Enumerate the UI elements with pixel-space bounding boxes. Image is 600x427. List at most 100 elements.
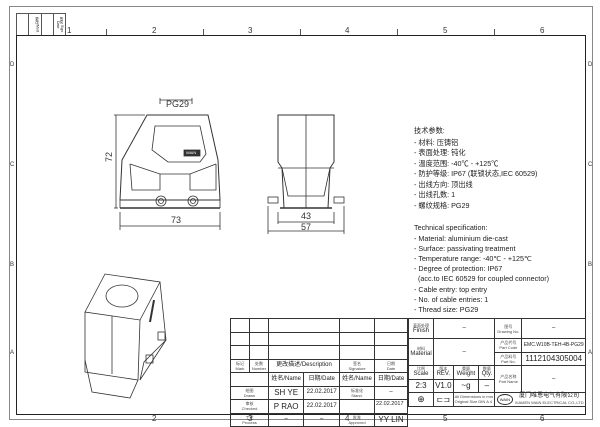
zone-col-4-top: 4 [345, 26, 350, 35]
dim-width-front: 73 [171, 215, 182, 225]
spec-en-item: - Degree of protection: IP67 [414, 264, 503, 273]
zone-tick [203, 29, 204, 35]
date-header-2: 日期/Date [303, 372, 340, 387]
approved-date: 22.02.2017 [376, 401, 404, 407]
front-view-drawing [114, 98, 221, 230]
stand-name: – [374, 385, 408, 400]
company-logo-icon: WAIN [496, 393, 514, 405]
zone-tick [494, 29, 495, 35]
zone-row-d-right: D [588, 62, 593, 68]
spec-en-item: - Cable entry: top entry [414, 285, 488, 294]
scale-value: 2:3 [408, 378, 434, 393]
spec-en-item: - No. of cable entries: 1 [414, 295, 489, 304]
qty-value: – [478, 378, 496, 393]
spec-en-title: Technical specification: [414, 223, 488, 232]
name-header: 姓名/Name [267, 372, 305, 387]
weight-value: ~g [452, 378, 480, 393]
process-date: – [303, 412, 340, 427]
part-no-value: 1112104305004 [521, 351, 586, 366]
zone-col-5-bottom: 5 [443, 414, 448, 423]
dim-side-inner: 43 [301, 211, 312, 221]
zone-row-d-left: D [10, 62, 15, 68]
drawing-no-value: – [521, 318, 586, 339]
zone-row-b-left: B [10, 262, 15, 268]
approved-name: YY LIN [374, 412, 408, 427]
zone-col-6-bottom: 6 [540, 414, 545, 423]
revision-strip: 更改/Mod. 签名 Sign. Date [16, 13, 66, 36]
spec-cn-item: - 防护等级: IP67 (联锁状态,IEC 60529) [414, 169, 538, 178]
name-header-2: 姓名/Name [339, 372, 375, 387]
spec-cn-title: 技术参数: [414, 126, 445, 135]
dim-pg29: PG29 [166, 99, 190, 109]
zone-col-6-top: 6 [540, 26, 545, 35]
zone-col-3-top: 3 [248, 26, 253, 35]
spec-en-item: - Material: aluminium die-cast [414, 234, 508, 243]
dim-height: 72 [104, 151, 115, 163]
spec-cn-item: - 出线方向: 顶出线 [414, 180, 473, 189]
part-code-value: EMC.W10B-TEH-4B-PG29 [521, 338, 586, 353]
side-view-drawing [267, 114, 345, 234]
dims-note-2: Original Size DIN A 4 [454, 399, 492, 405]
zone-col-5-top: 5 [443, 26, 448, 35]
checked-date: 22.02.2017 [303, 399, 340, 414]
zone-col-2-bottom: 2 [152, 414, 157, 423]
spec-cn-item: - 出线孔数: 1 [414, 190, 456, 199]
zone-row-c-right: C [588, 162, 593, 168]
spec-en-item: - Surface: passivating treatment [414, 244, 516, 253]
process-name: – [267, 412, 305, 427]
spec-cn-item: - 螺纹规格: PG29 [414, 201, 470, 210]
projection-symbol-icon: ⊕ [408, 392, 434, 407]
spec-en-item: (acc.to IEC 60529 for coupled connector) [414, 274, 550, 283]
finish-value: – [432, 318, 496, 339]
zone-col-2-top: 2 [152, 26, 157, 35]
dims-note-1: All Dimensions in mm [454, 394, 494, 400]
drawn-date: 22.02.2017 [303, 385, 340, 400]
company-name-en: XIAMEN WAIN ELECTRICAL CO.,LTD [514, 400, 584, 406]
date-header-3: 日期/Date [374, 372, 408, 387]
spec-cn-item: - 材料: 压铸铝 [414, 138, 459, 147]
zone-row-a-right: A [588, 350, 593, 356]
description-header: 更改描述/Description [268, 358, 340, 373]
spec-cn-item: - 温度范围: -40℃ - +125℃ [414, 159, 499, 168]
company-name-cn: 厦门唯恩电气有限公司 [519, 393, 580, 400]
part-name-value: – [521, 365, 586, 393]
dim-side-outer: 57 [301, 222, 312, 232]
company-cell: WAIN 厦门唯恩电气有限公司 XIAMEN WAIN ELECTRICAL C… [494, 392, 586, 407]
zone-tick [300, 29, 301, 35]
zone-row-c-left: C [10, 162, 15, 168]
drawn-name: SH YE [267, 385, 305, 400]
mod-label: 更改/Mod. [29, 14, 42, 36]
zone-row-a-left: A [10, 350, 15, 356]
cone-symbol-icon: ⊏⊐ [433, 392, 454, 407]
spec-en-item: - Thread size: PG29 [414, 305, 479, 314]
zone-tick [397, 29, 398, 35]
spec-cn-item: - 表面处理: 钝化 [414, 148, 466, 157]
wain-logo-front: WAIN [186, 150, 197, 155]
material-value: – [432, 338, 496, 366]
zone-row-b-right: B [588, 262, 593, 268]
checked-name: P RAO [267, 399, 305, 414]
spec-en-item: - Temperature range: -40℃ - +125℃ [414, 254, 533, 263]
zone-tick [106, 29, 107, 35]
